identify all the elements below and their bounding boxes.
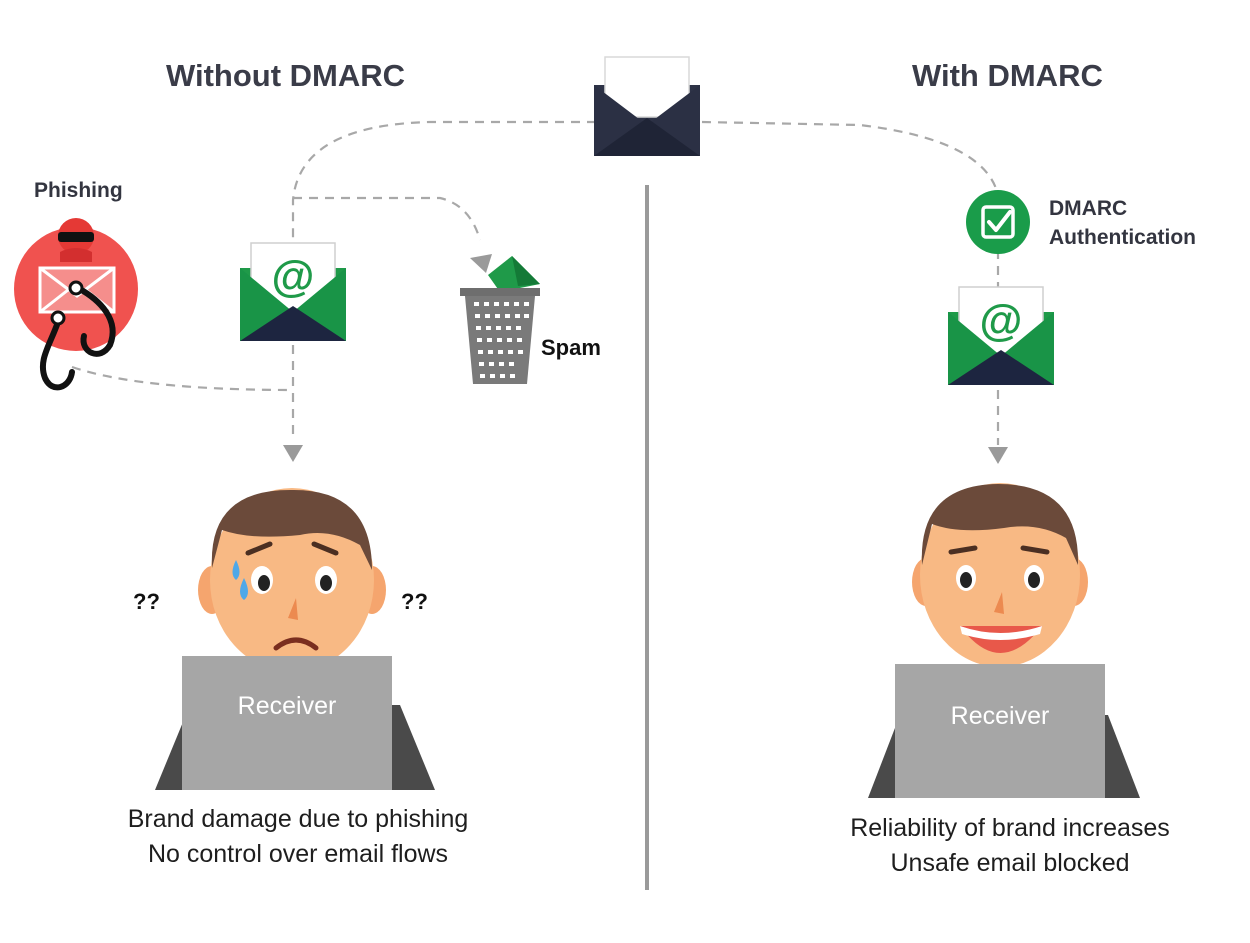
dmarc-auth-label-line1: DMARC [1049, 197, 1128, 220]
confusion-marks-left: ?? [133, 589, 160, 614]
svg-text:@: @ [980, 296, 1023, 345]
flow-phishing-to-receiver [71, 365, 294, 392]
check-badge-icon [966, 190, 1030, 254]
email-at-icon: @ [948, 286, 1054, 385]
without-dmarc-heading: Without DMARC [166, 58, 406, 93]
arrowheads [283, 254, 1008, 464]
left-caption-line1: Brand damage due to phishing [127, 805, 469, 833]
left-receiver-label: Receiver [237, 692, 337, 720]
phishing-label: Phishing [34, 179, 123, 202]
happy-receiver-person [868, 483, 1140, 798]
left-caption-line2: No control over email flows [147, 840, 449, 868]
phishing-hook-icon [14, 218, 138, 391]
spam-label: Spam [541, 335, 601, 360]
flow-lines [71, 120, 1000, 445]
dmarc-auth-label-line2: Authentication [1049, 226, 1196, 249]
right-caption-line1: Reliability of brand increases [850, 814, 1170, 842]
email-at-icon: @ [240, 242, 346, 341]
flow-to-left-email [291, 120, 596, 240]
sender-envelope-icon [594, 56, 700, 156]
with-dmarc-heading: With DMARC [912, 58, 1103, 93]
flow-to-spam [293, 196, 482, 241]
confusion-marks-right: ?? [401, 589, 428, 614]
svg-text:@: @ [272, 252, 315, 301]
trash-bin-icon [460, 256, 540, 384]
right-receiver-label: Receiver [950, 702, 1050, 730]
right-caption-line2: Unsafe email blocked [890, 849, 1130, 877]
worried-receiver-person [155, 488, 435, 790]
flow-to-right-auth [701, 120, 1000, 196]
